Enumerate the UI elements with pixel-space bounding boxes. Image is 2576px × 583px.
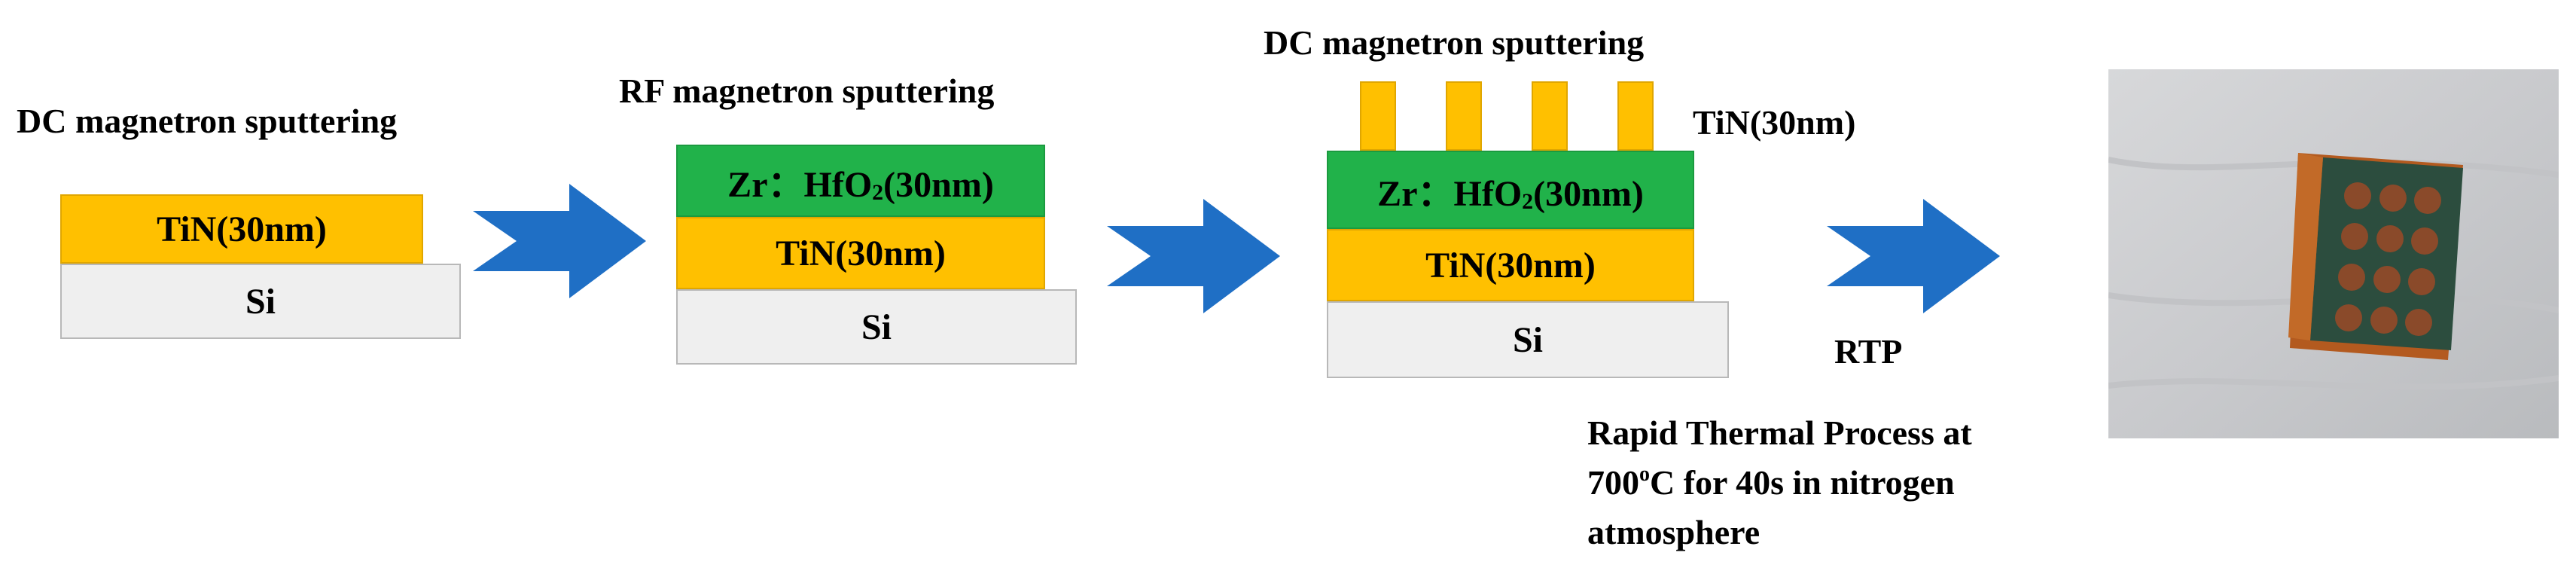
- stage3-electrode-label: TiN(30nm): [1693, 103, 1856, 142]
- stage3-tin-label: TiN(30nm): [1425, 245, 1596, 285]
- stage1-process-label: DC magnetron sputtering: [17, 102, 398, 140]
- stage3-si-substrate: Si: [1327, 301, 1729, 378]
- top-electrode: [1532, 81, 1568, 151]
- stage3-hfo-label: Zr：HfO2(30nm): [1377, 174, 1644, 214]
- rtp-note-line1: Rapid Thermal Process at: [1587, 414, 1972, 452]
- stage2-hfo-layer: Zr：HfO2(30nm): [676, 145, 1045, 217]
- arrow-right-icon: [1107, 199, 1280, 313]
- rtp-description: Rapid Thermal Process at 700oC for 40s i…: [1587, 408, 1972, 557]
- stage1-tin-layer: TiN(30nm): [60, 194, 423, 264]
- top-electrode: [1617, 81, 1654, 151]
- rtp-note-line2: 700oC for 40s in nitrogen: [1587, 462, 1955, 502]
- rtp-label: RTP: [1834, 332, 1903, 371]
- stage1-si-substrate: Si: [60, 264, 461, 339]
- stage1-tin-label: TiN(30nm): [157, 209, 327, 249]
- stage3-si-label: Si: [1512, 319, 1544, 360]
- stage3-tin-layer: TiN(30nm): [1327, 229, 1694, 301]
- stage2-si-substrate: Si: [676, 289, 1077, 365]
- device-photo: [2108, 69, 2559, 438]
- stage3-hfo-layer: Zr：HfO2(30nm): [1327, 151, 1694, 229]
- stage2-process-label: RF magnetron sputtering: [619, 72, 995, 110]
- stage2-tin-layer: TiN(30nm): [676, 217, 1045, 289]
- electrode-dots: [2335, 182, 2441, 336]
- stage2-tin-label: TiN(30nm): [776, 233, 946, 273]
- arrow-right-icon: [473, 184, 646, 298]
- top-electrode: [1360, 81, 1396, 151]
- stage2-si-label: Si: [861, 307, 892, 347]
- top-electrode: [1446, 81, 1482, 151]
- stage1-si-label: Si: [245, 281, 276, 322]
- stage2-hfo-label: Zr：HfO2(30nm): [727, 165, 994, 205]
- arrow-right-icon: [1827, 199, 2000, 313]
- rtp-note-line3: atmosphere: [1587, 513, 1761, 551]
- stage3-process-label: DC magnetron sputtering: [1264, 23, 1645, 62]
